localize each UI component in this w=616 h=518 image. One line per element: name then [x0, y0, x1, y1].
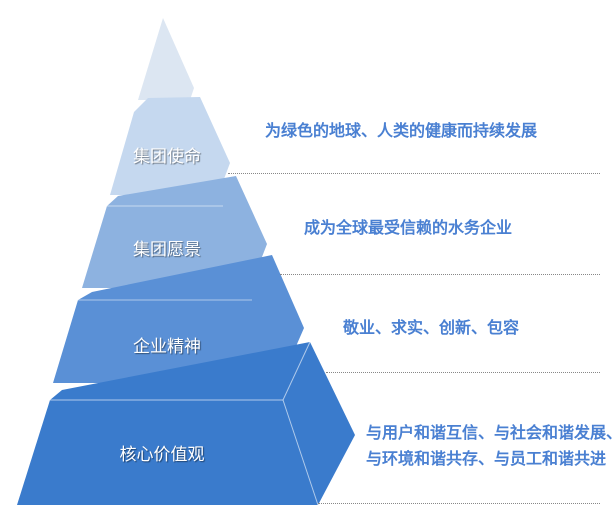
- values-description-line1: 与用户和谐互信、与社会和谐发展、: [366, 423, 616, 442]
- tier-spirit-shape: [53, 255, 304, 383]
- tier-label-spirit: 企业精神: [133, 337, 201, 357]
- pyramid-apex: [138, 18, 194, 100]
- values-description-line2: 与环境和谐共存、与员工和谐共进: [366, 449, 607, 468]
- vision-description: 成为全球最受信赖的水务企业: [304, 218, 513, 237]
- divider: [228, 173, 600, 174]
- divider: [318, 503, 600, 504]
- tier-label-mission: 集团使命: [133, 147, 201, 167]
- tier-vision-shape: [82, 176, 267, 288]
- tier-values-shape: [17, 341, 355, 506]
- divider: [326, 372, 600, 373]
- tier-mission-shape: [110, 97, 230, 195]
- mission-description: 为绿色的地球、人类的健康而持续发展: [265, 121, 538, 140]
- tier-label-values: 核心价值观: [119, 445, 205, 465]
- spirit-description: 敬业、求实、创新、包容: [343, 318, 520, 337]
- divider: [280, 274, 600, 275]
- tier-label-vision: 集团愿景: [133, 240, 201, 260]
